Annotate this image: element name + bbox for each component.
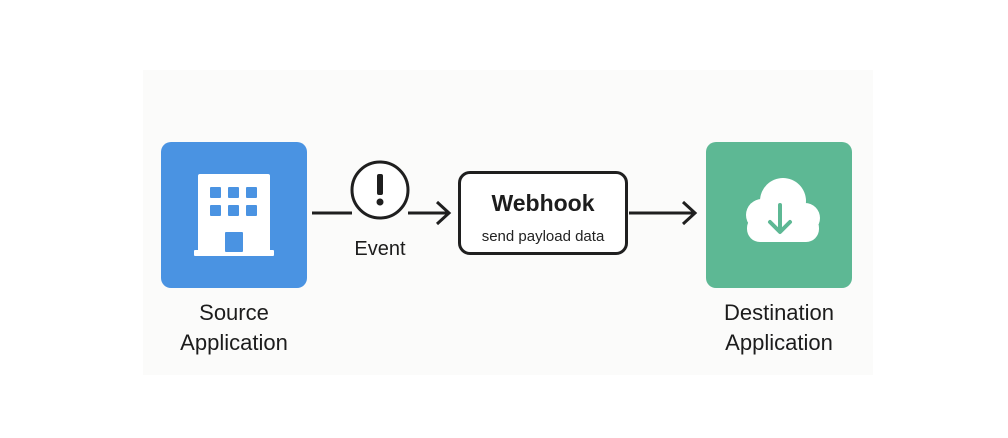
source-app-caption: Source Application: [141, 298, 327, 358]
source-app-line2: Application: [180, 330, 288, 355]
arrowhead-to-destination: [681, 200, 698, 226]
cloud-download-icon: [746, 178, 820, 242]
destination-app-line1: Destination: [723, 300, 835, 325]
destination-app-line2: Application: [725, 330, 833, 355]
destination-app-tile: [706, 142, 852, 288]
alert-circle-icon: [350, 160, 410, 220]
destination-app-caption: Destination Application: [686, 298, 872, 358]
source-app-line1: Source: [199, 300, 269, 325]
webhook-subtitle: send payload data: [481, 228, 605, 245]
arrowhead-to-webhook: [435, 200, 452, 226]
building-icon: [194, 174, 274, 256]
webhook-title: Webhook: [491, 190, 595, 216]
source-app-tile: [161, 142, 307, 288]
webhook-box: Webhook send payload data: [458, 171, 628, 255]
event-label: Event: [354, 238, 406, 260]
